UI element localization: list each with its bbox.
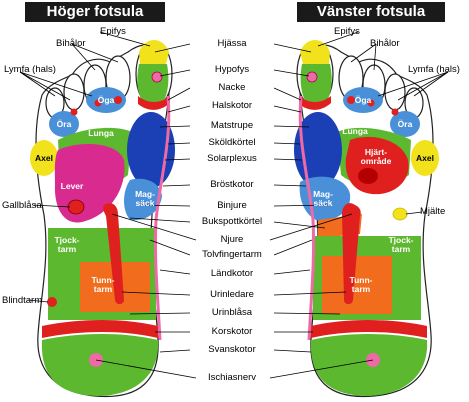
- left-toe-pink-dot-3: [391, 108, 399, 116]
- right-hypofys-dot: [151, 71, 163, 83]
- left-spine-line: [298, 95, 316, 341]
- right-nacke-band: [138, 96, 170, 110]
- label-lymfa-right: Lymfa (hals): [4, 64, 56, 75]
- inner-oga-left: Öga: [354, 95, 372, 105]
- center-label-3: Halskotor: [211, 100, 253, 111]
- left-toe-pink-dot-1: [347, 96, 355, 104]
- center-label-10: Njure: [220, 234, 244, 245]
- right-toe-pink-dot-1: [114, 96, 122, 104]
- right-toe-pink-dot-3: [70, 108, 78, 116]
- right-gallblasa-dot: [67, 199, 85, 215]
- center-label-1: Hypofys: [214, 64, 250, 75]
- inner-tunntarm-right: Tunn- tarm: [91, 275, 115, 294]
- right-blindtarm-dot: [47, 297, 57, 307]
- center-label-9: Bukspottkörtel: [201, 216, 263, 227]
- right-ora-zone: [49, 111, 79, 137]
- inner-axel-right: Axel: [35, 153, 53, 163]
- center-label-14: Urinblåsa: [211, 307, 253, 318]
- left-tunntarm-zone: [322, 256, 392, 314]
- inner-ora-right: Öra: [56, 119, 72, 129]
- label-epifys-right: Epifys: [100, 26, 126, 37]
- left-oga-zone: [343, 87, 383, 113]
- label-epifys-left: Epifys: [334, 26, 360, 37]
- label-lymfa-left: Lymfa (hals): [408, 64, 460, 75]
- center-label-17: Ischiasnerv: [207, 372, 257, 383]
- center-label-12: Ländkotor: [210, 268, 254, 279]
- center-label-2: Nacke: [218, 82, 246, 93]
- inner-axel-left: Axel: [416, 153, 434, 163]
- center-label-0: Hjässa: [217, 38, 247, 49]
- inner-lunga-left: Lunga: [342, 126, 368, 136]
- inner-magsack-right: Mag- säck: [135, 189, 155, 208]
- inner-tjocktarm-right: Tjock- tarm: [54, 235, 80, 254]
- right-magsack-zone: [124, 178, 162, 221]
- center-label-11: Tolvfingertarm: [202, 249, 262, 260]
- right-big-toe-yellow-zone: [139, 40, 169, 64]
- left-sole-illustration: [294, 40, 439, 398]
- center-label-7: Bröstkotor: [210, 179, 254, 190]
- left-hypofys-dot: [306, 71, 318, 83]
- label-gallblasa: Gallblåsa: [2, 200, 42, 211]
- inner-lever: Lever: [60, 181, 84, 191]
- left-nacke-band: [299, 96, 331, 110]
- left-ora-zone: [390, 111, 420, 137]
- right-njure-urinledare: [103, 203, 124, 305]
- inner-ora-left: Öra: [397, 119, 413, 129]
- left-njure-urinledare: [342, 203, 361, 305]
- center-label-4: Matstrupe: [210, 120, 254, 131]
- left-mjalte-dot: [392, 207, 408, 221]
- center-label-15: Korskotor: [211, 326, 253, 337]
- inner-tunntarm-left: Tunn- tarm: [349, 275, 373, 294]
- leader-lines: [19, 31, 449, 379]
- label-bihalor-right: Bihålor: [56, 38, 86, 49]
- right-oga-zone: [86, 87, 126, 113]
- center-label-8: Binjure: [217, 200, 247, 211]
- inner-hjarta: Hjärt- område: [360, 147, 392, 166]
- right-axel-zone: [30, 140, 58, 176]
- right-toe-pink-dot-2: [94, 99, 102, 107]
- label-blindtarm: Blindtarm: [2, 295, 43, 306]
- inner-lunga-right: Lunga: [88, 128, 114, 138]
- right-sole-illustration: [30, 40, 175, 398]
- left-toe-4: [384, 73, 406, 111]
- center-label-16: Svanskotor: [208, 344, 256, 355]
- right-korskotor-band: [42, 320, 158, 338]
- label-bihalor-left: Bihålor: [370, 38, 400, 49]
- center-label-13: Urinledare: [210, 289, 254, 300]
- left-hjarta-core: [358, 168, 378, 184]
- title-right-sole: Höger fotsula: [25, 2, 165, 22]
- left-axel-zone: [411, 140, 439, 176]
- inner-tjocktarm-left: Tjock- tarm: [388, 235, 414, 254]
- title-left-sole: Vänster fotsula: [297, 2, 445, 22]
- center-label-6: Solarplexus: [207, 153, 257, 164]
- inner-oga-right: Öga: [97, 95, 115, 105]
- left-toe-pink-dot-2: [367, 99, 375, 107]
- left-korskotor-band: [311, 320, 427, 338]
- center-label-5: Sköldkörtel: [208, 137, 256, 148]
- left-big-toe-yellow-zone: [300, 40, 330, 64]
- inner-magsack-left: Mag- säck: [313, 189, 333, 208]
- label-mjalte: Mjälte: [420, 206, 446, 217]
